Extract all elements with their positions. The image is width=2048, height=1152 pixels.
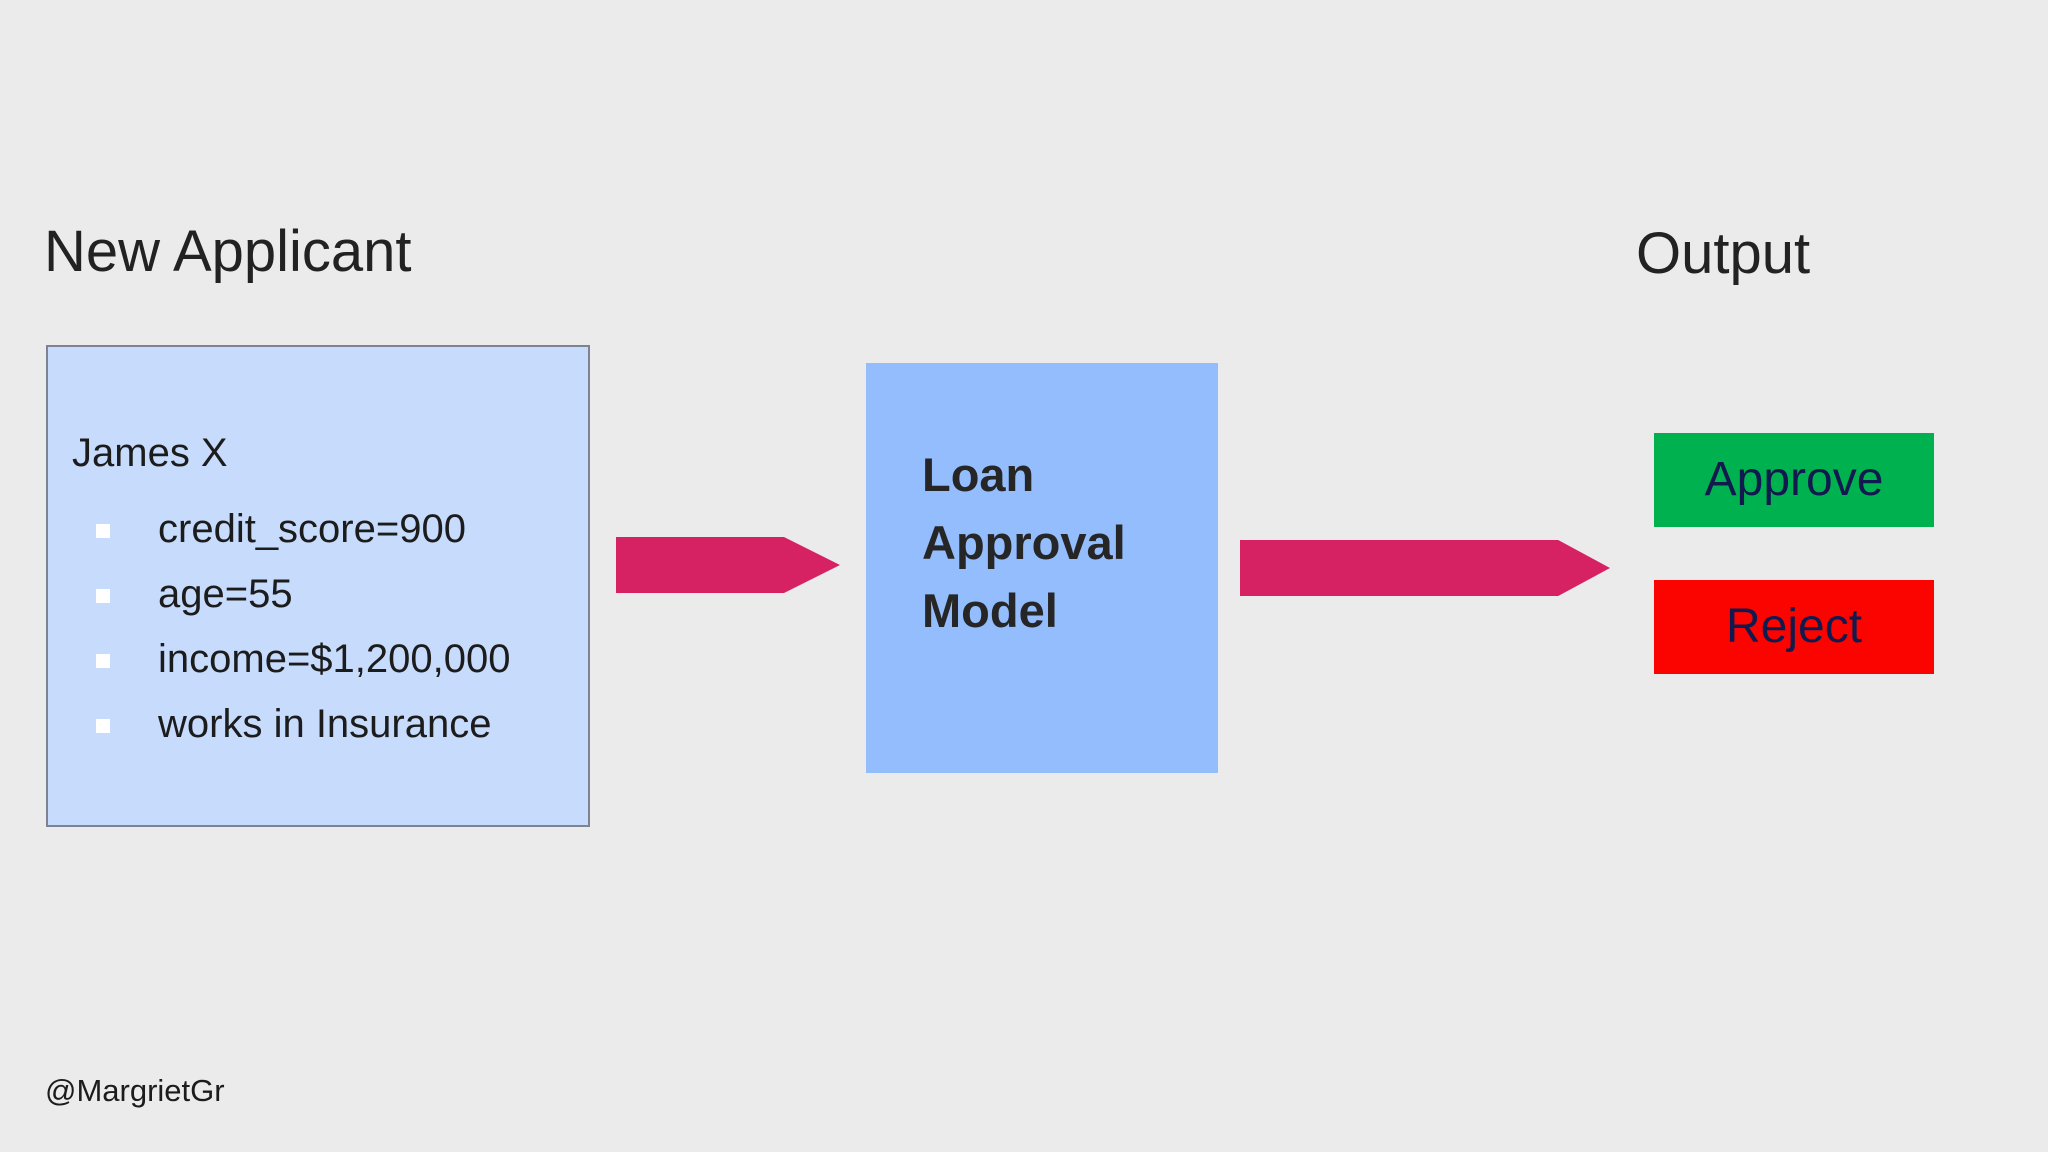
arrow-right-icon-input-to-model: [616, 537, 840, 593]
outcome-label: Approve: [1704, 453, 1884, 506]
model-box: Loan Approval Model: [866, 363, 1218, 773]
model-box-label: Loan Approval Model: [922, 448, 1126, 638]
page-title-output: Output: [1636, 221, 1811, 286]
applicant-attribute-value: works in Insurance: [158, 702, 492, 746]
applicant-card: James X credit_score=900 age=55 income=$…: [46, 345, 590, 827]
list-item: age=55: [72, 562, 572, 627]
arrow-right-icon-model-to-output: [1240, 540, 1610, 596]
applicant-attribute-value: credit_score=900: [158, 507, 466, 551]
applicant-name: James X: [72, 431, 228, 475]
status-badge-reject: Reject: [1654, 580, 1934, 674]
bullet-square-icon: [96, 588, 110, 603]
list-item: works in Insurance: [72, 692, 572, 757]
applicant-attribute-list: credit_score=900 age=55 income=$1,200,00…: [72, 497, 572, 757]
bullet-square-icon: [96, 523, 110, 538]
list-item: income=$1,200,000: [72, 627, 572, 692]
applicant-attribute-value: age=55: [158, 572, 293, 616]
bullet-square-icon: [96, 718, 110, 733]
applicant-attribute-value: income=$1,200,000: [158, 637, 511, 681]
status-badge-approve: Approve: [1654, 433, 1934, 527]
page-title-new-applicant: New Applicant: [44, 219, 412, 284]
bullet-square-icon: [96, 653, 110, 668]
list-item: credit_score=900: [72, 497, 572, 562]
author-watermark: @MargrietGr: [45, 1073, 225, 1108]
outcome-label: Reject: [1725, 600, 1863, 653]
